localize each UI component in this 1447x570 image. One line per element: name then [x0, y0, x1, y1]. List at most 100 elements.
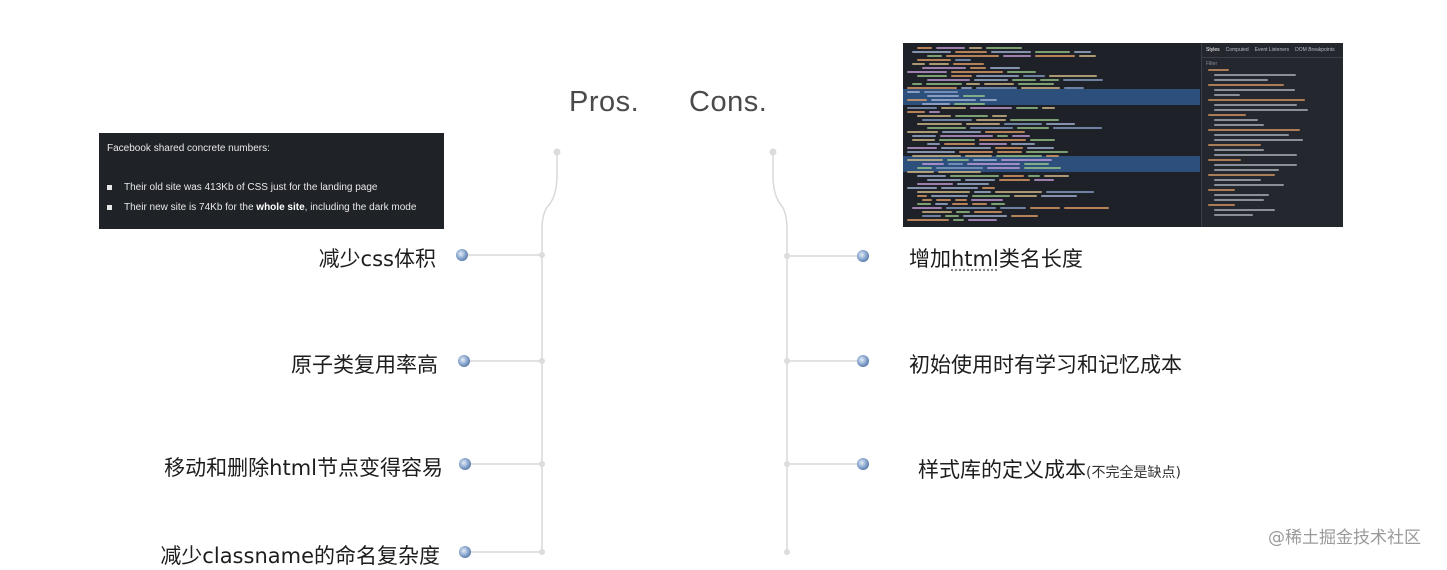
code-line-fragment	[1004, 123, 1042, 125]
code-line-fragment	[907, 151, 955, 153]
code-line-fragment	[907, 71, 947, 73]
code-line-fragment	[985, 131, 1025, 133]
code-line-fragment	[987, 167, 1020, 169]
code-line-fragment	[966, 123, 1000, 125]
code-line-fragment	[946, 207, 996, 209]
code-line-fragment	[974, 211, 1002, 213]
code-line-fragment	[965, 179, 995, 181]
tab-styles[interactable]: Styles	[1206, 47, 1220, 53]
fb-bullet-list: Their old site was 413Kb of CSS just for…	[107, 182, 436, 213]
style-rule-fragment	[1214, 104, 1297, 106]
style-rule-fragment	[1214, 154, 1297, 156]
pros-heading: Pros.	[569, 86, 639, 119]
code-line-fragment	[917, 75, 947, 77]
tab-event-listeners[interactable]: Event Listeners	[1255, 47, 1289, 53]
code-line-fragment	[946, 55, 999, 57]
code-line-fragment	[917, 183, 953, 185]
code-line-fragment	[1063, 79, 1103, 81]
code-line-fragment	[973, 159, 997, 161]
code-line-fragment	[1000, 207, 1026, 209]
style-rule-fragment	[1208, 144, 1261, 146]
style-rule-fragment	[1208, 204, 1235, 206]
code-line-fragment	[912, 83, 922, 85]
code-line-fragment	[1024, 163, 1049, 165]
devtools-tabs: Styles Computed Event Listeners DOM Brea…	[1202, 43, 1343, 58]
style-rule-fragment	[1214, 134, 1289, 136]
code-line-fragment	[967, 163, 1020, 165]
code-line-fragment	[1053, 127, 1102, 129]
devtools-styles-panel: Styles Computed Event Listeners DOM Brea…	[1201, 43, 1343, 227]
code-line-fragment	[996, 155, 1042, 157]
style-rule-fragment	[1208, 174, 1275, 176]
style-rule-fragment	[1208, 189, 1235, 191]
code-line-fragment	[976, 119, 1006, 121]
code-line-fragment	[929, 111, 940, 113]
code-line-fragment	[1003, 175, 1024, 177]
code-line-fragment	[922, 211, 952, 213]
style-rule-fragment	[1214, 199, 1264, 201]
code-line-fragment	[1028, 175, 1040, 177]
code-line-fragment	[922, 67, 966, 69]
code-line-fragment	[912, 135, 936, 137]
code-line-fragment	[1064, 87, 1084, 89]
code-line-fragment	[966, 83, 980, 85]
code-line-fragment	[1026, 151, 1068, 153]
code-line-fragment	[1010, 119, 1059, 121]
code-line-fragment	[942, 131, 981, 133]
devtools-elements-panel	[903, 43, 1200, 227]
code-line-fragment	[976, 87, 1017, 89]
code-line-fragment	[995, 191, 1042, 193]
devtools-screenshot: Styles Computed Event Listeners DOM Brea…	[903, 43, 1343, 227]
cons-nodes	[857, 250, 869, 470]
style-rule-fragment	[1214, 209, 1275, 211]
code-line-fragment	[1003, 55, 1031, 57]
style-rule-fragment	[1214, 119, 1258, 121]
code-line-fragment	[1011, 215, 1038, 217]
code-line-fragment	[1027, 147, 1054, 149]
code-line-fragment	[972, 195, 1010, 197]
code-line-fragment	[1030, 139, 1055, 141]
code-line-fragment	[927, 95, 959, 97]
cons-item-3-note: (不完全是缺点)	[1086, 465, 1181, 481]
code-line-fragment	[1064, 207, 1109, 209]
code-line-fragment	[954, 103, 985, 105]
style-rule-fragment	[1214, 184, 1284, 186]
pros-trunk	[542, 152, 557, 552]
tab-computed[interactable]: Computed	[1226, 47, 1249, 53]
code-line-fragment	[1044, 175, 1069, 177]
style-rule-fragment	[1214, 79, 1268, 81]
code-line-fragment	[957, 183, 989, 185]
code-line-fragment	[927, 127, 966, 129]
code-line-fragment	[907, 111, 925, 113]
code-line-fragment	[999, 179, 1030, 181]
style-rule-fragment	[1214, 169, 1279, 171]
style-rule-fragment	[1214, 139, 1303, 141]
code-line-fragment	[953, 63, 984, 65]
code-line-fragment	[924, 91, 958, 93]
pros-item-2: 原子类复用率高	[291, 349, 438, 379]
tab-dom-breakpoints[interactable]: DOM Breakpoints	[1295, 47, 1334, 53]
code-line-fragment	[939, 139, 975, 141]
code-line-fragment	[907, 159, 943, 161]
code-line-fragment	[907, 147, 937, 149]
code-line-fragment	[1001, 159, 1052, 161]
code-line-fragment	[912, 155, 961, 157]
code-line-fragment	[955, 199, 967, 201]
fb-bullet-old-site: Their old site was 413Kb of CSS just for…	[107, 182, 436, 193]
code-line-fragment	[938, 171, 981, 173]
code-line-fragment	[990, 67, 1020, 69]
code-line-fragment	[970, 127, 1013, 129]
style-rule-fragment	[1214, 74, 1296, 76]
code-line-fragment	[984, 83, 1014, 85]
code-line-fragment	[970, 107, 1012, 109]
code-line-fragment	[1040, 79, 1059, 81]
code-line-fragment	[940, 135, 993, 137]
code-line-fragment	[948, 163, 963, 165]
code-line-fragment	[1011, 143, 1035, 145]
style-rule-fragment	[1214, 89, 1295, 91]
style-rule-fragment	[1214, 94, 1240, 96]
code-line-fragment	[922, 103, 950, 105]
code-line-fragment	[936, 199, 951, 201]
code-line-fragment	[912, 51, 951, 53]
code-line-fragment	[922, 199, 932, 201]
